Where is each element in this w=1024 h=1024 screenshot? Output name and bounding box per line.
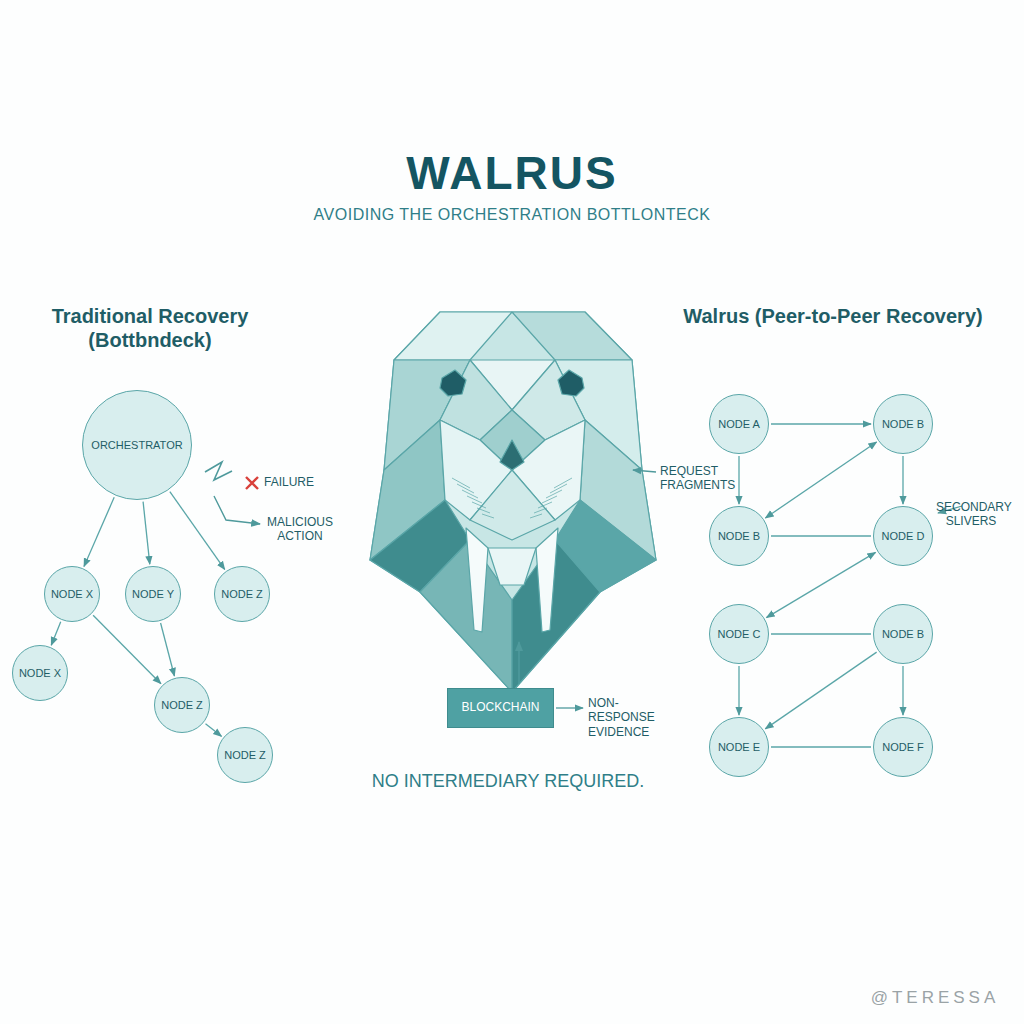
whisker-stroke: [472, 502, 486, 508]
storage-node-circle: NODE X: [12, 645, 68, 701]
node-text-group: NODE E: [718, 741, 760, 754]
node-text-group: NODE F: [882, 741, 924, 754]
connector-arrow: [765, 442, 876, 518]
node-label: ORCHESTRATOR: [91, 439, 182, 452]
node-text-group: NODE B: [882, 418, 924, 431]
connector-arrow: [161, 623, 175, 676]
orchestrator-circle: ORCHESTRATOR: [82, 390, 192, 500]
node-label: NODE B: [882, 418, 924, 431]
connector-arrow: [765, 652, 876, 729]
whisker-stroke: [482, 514, 494, 518]
section-heading: AVOIDING THE ORCHESTRATION BOTTLONTECK: [212, 205, 812, 224]
node-text-group: NODE Y: [132, 588, 174, 601]
node-text-group: NODE C: [718, 628, 761, 641]
storage-node-circle: NODE B: [873, 394, 933, 454]
storage-node-circle: NODE D: [873, 506, 933, 566]
failure-bolt: [205, 462, 260, 524]
node-label: NODE D: [882, 530, 925, 543]
storage-node-circle: NODE B: [709, 506, 769, 566]
connector-arrow: [902, 456, 903, 504]
leader-arrow: [633, 470, 656, 472]
whisker-stroke: [534, 508, 547, 513]
node-text-group: NODE Z: [224, 749, 266, 762]
node-text-group: NODE A: [718, 418, 760, 431]
node-label: NODE A: [718, 418, 760, 431]
node-text-group: NODE X: [19, 667, 61, 680]
blockchain-box: BLOCKCHAIN: [447, 688, 554, 728]
connector-arrow: [93, 615, 161, 683]
whisker-strokes: [452, 478, 572, 518]
node-label: NODE E: [718, 741, 760, 754]
node-label: NODE Z: [221, 588, 263, 601]
walrus-head: [370, 312, 656, 692]
node-text-group: NODE B: [882, 628, 924, 641]
whisker-stroke: [542, 496, 557, 503]
storage-node-circle: NODE Y: [125, 566, 181, 622]
annotation-label: NO INTERMEDIARY REQUIRED.: [330, 771, 686, 793]
connector-arrow: [771, 535, 871, 536]
whisker-stroke: [538, 502, 552, 508]
annotation-label: MALICIOUS ACTION: [264, 515, 336, 544]
storage-node-circle: NODE B: [873, 604, 933, 664]
connector-arrow: [771, 423, 871, 424]
node-text-group: NODE Z: [161, 699, 203, 712]
connector-arrow: [771, 746, 871, 747]
storage-node-circle: NODE X: [44, 566, 100, 622]
node-text-group: NODE D: [882, 530, 925, 543]
storage-node-circle: NODE C: [709, 604, 769, 664]
whisker-stroke: [462, 490, 478, 498]
storage-node-circle: NODE Z: [217, 727, 273, 783]
storage-node-circle: NODE F: [873, 717, 933, 777]
connector-arrow: [766, 552, 875, 617]
node-label: NODE F: [882, 741, 924, 754]
section-heading: Walrus (Peer-to-Peer Recovery): [668, 304, 998, 328]
connector-arrow: [84, 497, 114, 566]
connector-arrow: [51, 622, 60, 645]
node-label: BLOCKCHAIN: [461, 701, 539, 715]
connector-arrow: [902, 666, 903, 715]
leader-arrow: [518, 642, 520, 684]
node-text-group: NODE Z: [221, 588, 263, 601]
connector-arrow: [771, 633, 871, 634]
storage-node-circle: NODE Z: [214, 566, 270, 622]
connector-arrow: [738, 666, 739, 715]
node-text-group: BLOCKCHAIN: [461, 701, 539, 715]
node-text-group: NODE X: [51, 588, 93, 601]
annotation-label: SECONDARY SLIVERS: [936, 500, 1006, 529]
storage-node-circle: NODE Z: [154, 677, 210, 733]
annotation-label: REQUEST FRAGMENTS: [660, 464, 726, 493]
whisker-stroke: [467, 496, 482, 503]
node-label: NODE C: [718, 628, 761, 641]
whisker-stroke: [546, 490, 562, 498]
node-label: NODE B: [718, 530, 760, 543]
node-text-group: ORCHESTRATOR: [91, 439, 182, 452]
leader-arrow: [556, 707, 583, 708]
connector-arrow: [170, 492, 225, 570]
node-label: NODE X: [51, 588, 93, 601]
storage-node-circle: NODE A: [709, 394, 769, 454]
node-label: NODE X: [19, 667, 61, 680]
whisker-stroke: [530, 514, 542, 518]
node-label: NODE Y: [132, 588, 174, 601]
annotation-label: NON-RESPONSE EVIDENCE: [588, 696, 678, 739]
section-heading: Traditional Recovery (Bottbndeck): [20, 304, 280, 352]
connector-arrow: [738, 456, 739, 504]
node-label: NODE B: [882, 628, 924, 641]
watermark: @TERESSA: [850, 988, 1020, 1008]
connector-arrow: [205, 724, 221, 737]
storage-node-circle: NODE E: [709, 717, 769, 777]
node-text-group: NODE B: [718, 530, 760, 543]
node-label: NODE Z: [224, 749, 266, 762]
node-label: NODE Z: [161, 699, 203, 712]
annotation-label: FAILURE: [264, 475, 344, 489]
diagram-title: WALRUS: [0, 146, 1024, 201]
connector-arrow: [143, 502, 150, 564]
whisker-stroke: [477, 508, 490, 513]
